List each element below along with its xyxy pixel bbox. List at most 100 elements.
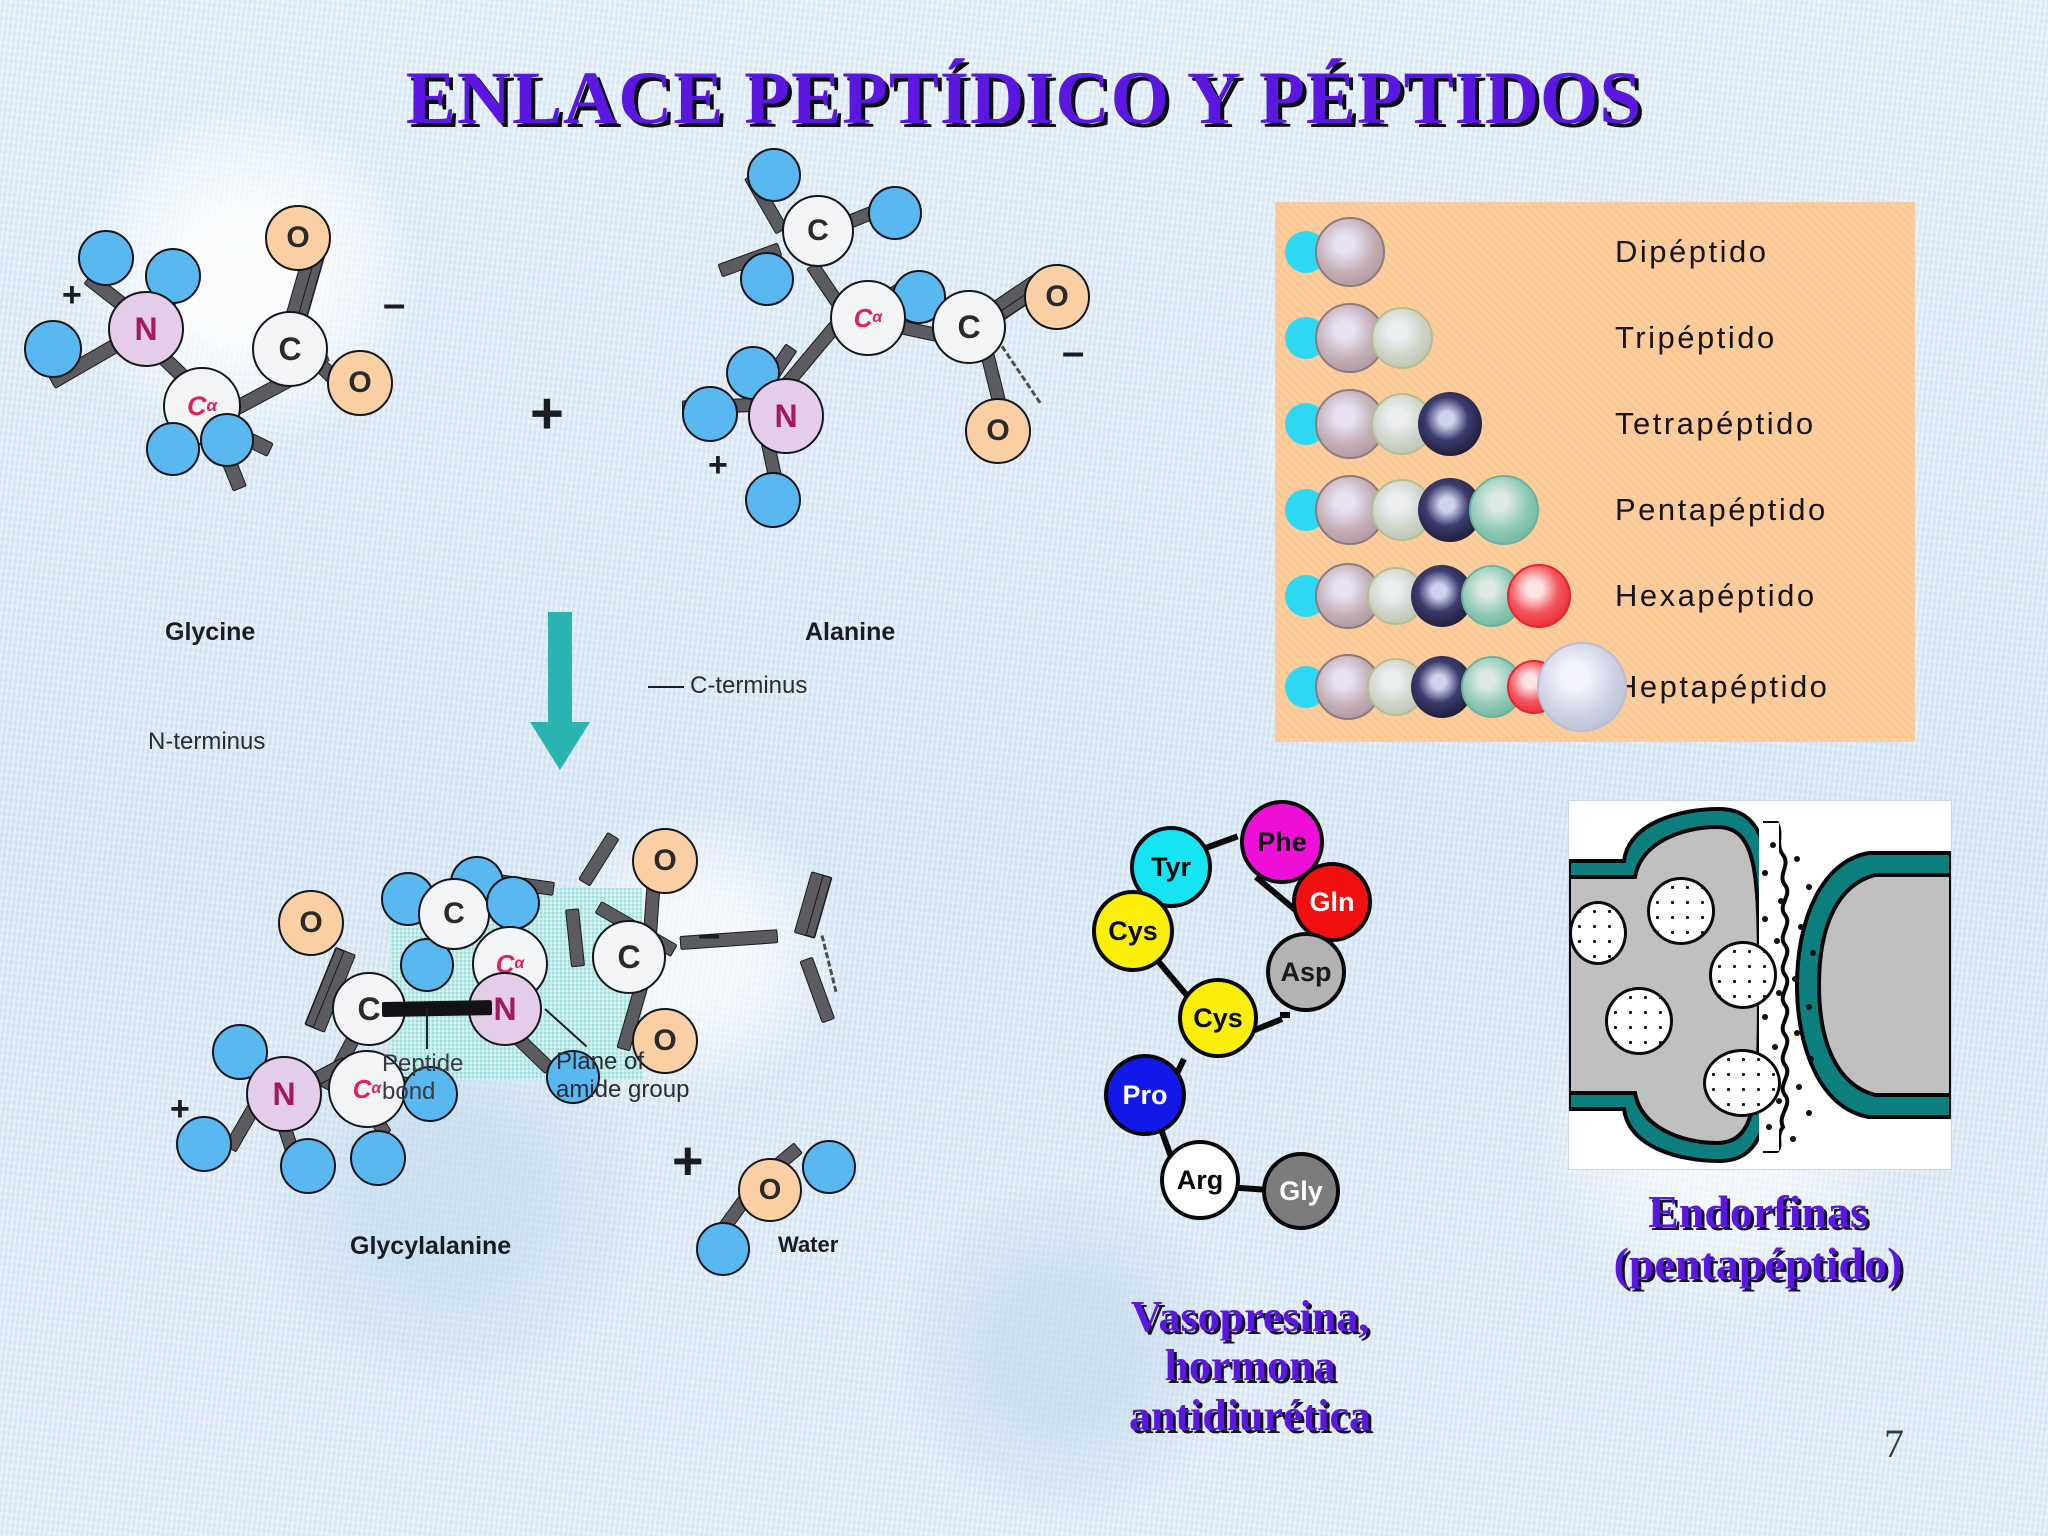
alanine-label: Alanine (805, 618, 896, 646)
glycine-label: Glycine (165, 618, 256, 646)
peptide-bond-label-line1: Peptide (382, 1050, 464, 1077)
residue-asp: Asp (1266, 932, 1346, 1012)
oxygen-atom: O (632, 828, 698, 894)
atom-label-o: O (758, 1173, 782, 1206)
nitrogen-atom: N (748, 378, 824, 454)
residue-label: Cys (1108, 915, 1158, 946)
residue-cys-2: Cys (1178, 978, 1258, 1058)
nitrogen-atom: N (468, 972, 542, 1046)
endorphin-synapse-image (1568, 800, 1952, 1170)
oxygen-atom: O (632, 1008, 698, 1074)
vasopressin-caption-line2: hormona (1164, 1341, 1336, 1391)
peptide-bead-group (1285, 385, 1615, 463)
residue-pro: Pro (1104, 1054, 1186, 1136)
peptide-row: Heptapéptido (1285, 642, 1905, 732)
atom-label-o: O (653, 1024, 677, 1057)
atom-label-c: C (617, 938, 641, 975)
hydrogen-atom (682, 386, 738, 442)
atom-label-n: N (134, 310, 158, 347)
glycylalanine-label: Glycylalanine (350, 1232, 512, 1260)
peptide-row-label: Tetrapéptido (1615, 406, 1816, 441)
plane-label-line1: Plane of (556, 1048, 645, 1075)
peptide-bond (381, 1000, 493, 1017)
carbonyl-carbon-atom: C (932, 290, 1006, 364)
endorphin-caption-line2: (pentapéptido) (1613, 1237, 1903, 1289)
atom-label-c: C (957, 308, 981, 345)
plane-label-line2: amide group (556, 1075, 690, 1103)
hydrogen-atom (176, 1116, 232, 1172)
synaptic-vesicle-fusing (1703, 1049, 1781, 1117)
charge-positive: + (170, 1090, 190, 1128)
oxygen-atom: O (1024, 264, 1090, 330)
bond-ca-c (679, 929, 779, 950)
vasopressin-caption-line3: antidiurética (1129, 1390, 1371, 1440)
residue-label: Tyr (1150, 851, 1191, 882)
hydrogen-atom (546, 1050, 600, 1104)
hydrogen-atom (24, 320, 82, 378)
water-label: Water (778, 1232, 839, 1257)
atom-label-o: O (986, 414, 1010, 447)
atom-label-ca-sub: α (514, 955, 525, 972)
peptide-row: Tetrapéptido (1285, 384, 1905, 464)
residue-arg: Arg (1160, 1140, 1240, 1220)
atom-label-ca-sub: α (371, 1080, 382, 1097)
hydrogen-atom (280, 1138, 336, 1194)
plane-of-amide-label: Plane of amide group (556, 1048, 689, 1103)
hydrogen-atom (486, 876, 540, 930)
hydrogen-atom (740, 252, 794, 306)
water-plus-sign: + (672, 1131, 704, 1191)
beta-carbon-atom: C (418, 878, 490, 950)
nitrogen-atom: N (246, 1056, 322, 1132)
peptide-bead-group (1285, 213, 1615, 291)
peptide-row-label: Hexapéptido (1615, 578, 1817, 613)
vasopressin-diagram: Phe Tyr Gln Cys Asp Cys Pro Arg Gly (1092, 790, 1470, 1270)
atom-label-c: C (278, 330, 302, 367)
peptide-bead (1537, 642, 1627, 732)
peptide-bead (1315, 217, 1385, 287)
atom-label-ca-sub: α (872, 309, 883, 326)
hydrogen-atom (747, 148, 801, 202)
residue-label: Pro (1122, 1079, 1168, 1110)
peptide-bead-group (1285, 299, 1615, 377)
atom-label-c: C (807, 214, 829, 247)
reaction-arrow-icon (520, 612, 600, 772)
residue-label: Gln (1309, 886, 1355, 917)
reaction-plus-top: + (530, 381, 564, 446)
peptide-bead (1418, 392, 1482, 456)
peptide-row: Hexapéptido (1285, 556, 1905, 636)
peptide-ladder-panel: Dipéptido Tripéptido Tetrapéptido Pentap… (1275, 202, 1915, 742)
atom-label-n: N (774, 397, 798, 434)
hydrogen-atom (745, 472, 801, 528)
bond-c-o-double (793, 871, 824, 937)
oxygen-atom: O (327, 350, 393, 416)
peptide-row: Tripéptido (1285, 298, 1905, 378)
hydrogen-atom (200, 413, 254, 467)
hydrogen-atom (402, 1066, 458, 1122)
synaptic-vesicle (1647, 877, 1715, 945)
residue-label: Arg (1176, 1164, 1224, 1195)
synaptic-vesicle (1569, 901, 1627, 965)
peptide-bead (1315, 475, 1385, 545)
endorphin-caption-line1: Endorfinas (1648, 1186, 1868, 1237)
residue-label: Asp (1280, 956, 1332, 987)
atom-label-o: O (286, 221, 310, 254)
peptide-bead-group (1285, 557, 1615, 635)
hydrogen-atom (868, 186, 922, 240)
residue-gln: Gln (1292, 862, 1372, 942)
peptide-bead-group (1285, 471, 1615, 549)
residue-label: Gly (1279, 1175, 1323, 1206)
peptide-bead (1461, 656, 1523, 718)
peptide-bead (1469, 475, 1539, 545)
carbonyl-carbon-atom: C (252, 311, 328, 387)
bond-cb-h1 (578, 831, 620, 887)
atom-label-ca: C (853, 302, 873, 333)
atom-label-c: C (357, 990, 381, 1027)
carbonyl-carbon-atom: C (592, 920, 666, 994)
atom-label-ca: C (352, 1073, 372, 1104)
hydrogen-atom (146, 422, 200, 476)
peptide-bead-group (1285, 641, 1627, 733)
